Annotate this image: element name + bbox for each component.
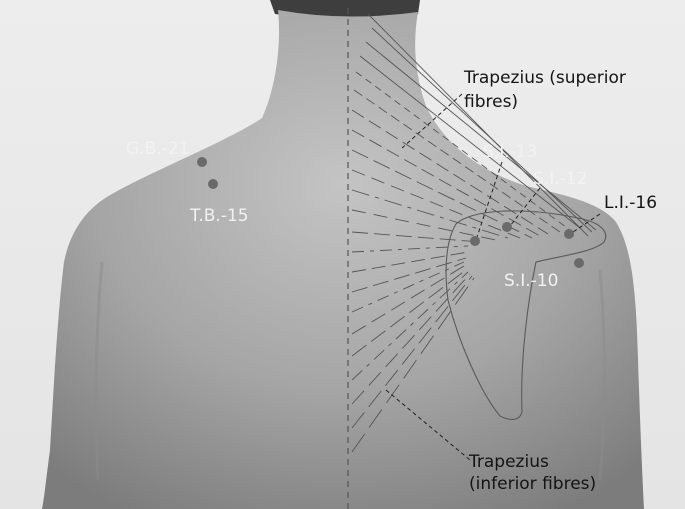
point-si10 [574,258,584,268]
label-si10: S.I.-10 [504,271,558,292]
label-si12: S.I.-12 [533,169,587,190]
label-li16: L.I.-16 [604,193,657,214]
point-gb21 [197,157,207,167]
label-trapezius-superior-line2: fibres) [464,92,518,113]
label-si13: S.I.-13 [483,142,537,163]
label-trapezius-inferior-line1: Trapezius [469,452,549,473]
label-gb21: G.B.-21 [126,139,189,160]
point-li16 [564,229,574,239]
point-si12 [502,222,512,232]
point-tb15 [208,179,218,189]
label-tb15: T.B.-15 [190,206,249,227]
label-trapezius-superior-line1: Trapezius (superior [464,68,626,89]
point-si13 [470,236,480,246]
label-trapezius-inferior-line2: (inferior fibres) [469,474,596,495]
